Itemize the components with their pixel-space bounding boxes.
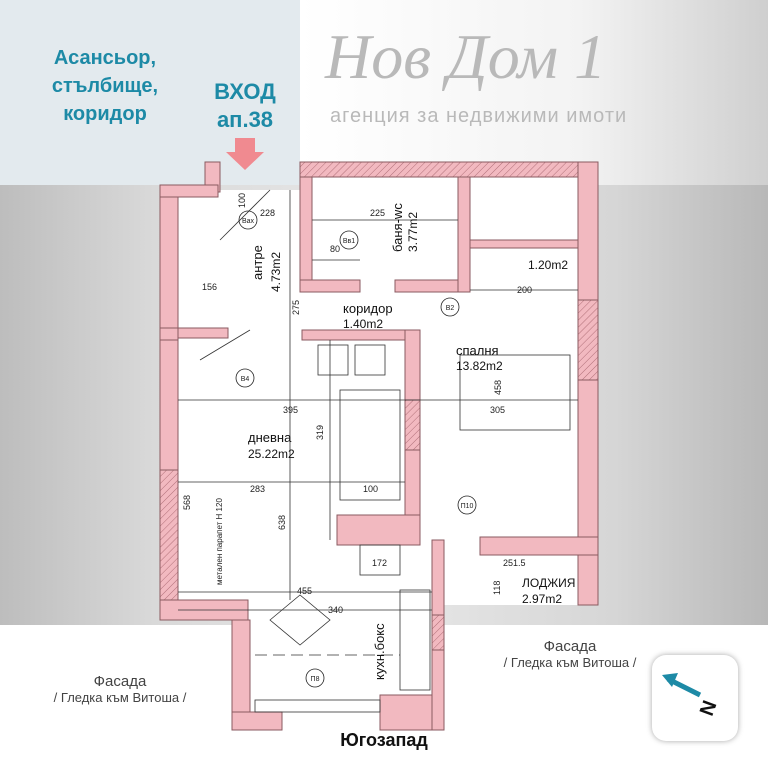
- dimension-label: 200: [517, 285, 532, 295]
- compass: N: [652, 655, 738, 741]
- entrance-arrow-icon: [226, 138, 264, 170]
- dimension-label: 305: [490, 405, 505, 415]
- door-tag-bath: [339, 230, 359, 250]
- dimension-label: 455: [297, 586, 312, 596]
- dimension-label: 172: [372, 558, 387, 568]
- door-tag-label: Вв1: [343, 238, 355, 245]
- apartment-number: ап.38: [216, 107, 274, 132]
- room-area-closet: 1.20m2: [528, 258, 568, 272]
- common-area-line: Асансьор,: [53, 47, 157, 69]
- dimension-label: 228: [260, 208, 275, 218]
- door-tag-label: Вах: [242, 218, 255, 225]
- room-name-living: дневна: [248, 430, 292, 445]
- dimension-label: 395: [283, 405, 298, 415]
- dimension-label: 340: [328, 605, 343, 615]
- door-tag-label: П8: [311, 676, 320, 683]
- common-area-line: стълбище,: [51, 75, 159, 97]
- orientation-label: Югозапад: [340, 730, 428, 750]
- room-area-entry: 4.73m2: [269, 252, 283, 292]
- dimension-label: 319: [315, 425, 325, 440]
- dimension-label: 100: [237, 193, 247, 208]
- room-name-kitchen: кухн.бокс: [372, 623, 387, 680]
- railing-annotation: метален парапет H 120: [215, 498, 224, 585]
- room-area-living: 25.22m2: [248, 447, 295, 461]
- loggia-floor: [440, 555, 580, 605]
- room-name-bedroom: спалня: [456, 343, 499, 358]
- compass-arrow-icon: [662, 673, 702, 698]
- dimension-label: 283: [250, 484, 265, 494]
- dimension-label: 80: [330, 244, 340, 254]
- walls: [159, 161, 599, 731]
- room-area-corridor: 1.40m2: [343, 317, 383, 331]
- room-name-corridor: коридор: [343, 301, 393, 316]
- common-area-line: коридор: [63, 103, 147, 125]
- facade-title: Фасада: [93, 673, 147, 690]
- room-name-entry: антре: [250, 245, 265, 280]
- facade-subtitle: / Гледка към Витоша /: [503, 655, 637, 670]
- room-area-loggia: 2.97m2: [522, 592, 562, 606]
- door-tag-bedroom: [440, 297, 460, 317]
- dimension-lines: [178, 189, 578, 713]
- room-name-bath: баня-wc: [390, 203, 405, 252]
- room-name-loggia: ЛОДЖИЯ: [522, 576, 575, 590]
- apartment-floor: [178, 175, 580, 620]
- door-tag-loggia: [457, 495, 477, 515]
- entrance-label: ВХОД ап.38: [195, 78, 295, 134]
- dimension-label: 638: [277, 515, 287, 530]
- door-tag-label: В4: [241, 376, 250, 383]
- common-area-label: Асансьор, стълбище, коридор: [20, 44, 190, 128]
- dimension-label: 156: [202, 282, 217, 292]
- facade-subtitle: / Гледка към Витоша /: [53, 690, 187, 705]
- background-top: [300, 0, 768, 185]
- door-tag-kitchen: [305, 668, 325, 688]
- room-area-bedroom: 13.82m2: [456, 359, 503, 373]
- dimension-label: 275: [291, 300, 301, 315]
- entrance-title: ВХОД: [214, 79, 276, 104]
- room-area-bath: 3.77m2: [406, 212, 420, 252]
- door-tag-entry: [238, 210, 258, 230]
- dimension-label: 458: [493, 380, 503, 395]
- dimension-label: 118: [492, 581, 502, 595]
- door-tag-label: В2: [446, 305, 455, 312]
- facade-left: Фасада / Гледка към Витоша /: [20, 673, 220, 705]
- dimension-label: 568: [182, 495, 192, 510]
- dimension-label: 251.5: [503, 558, 526, 568]
- dimension-label: 100: [363, 484, 378, 494]
- facade-title: Фасада: [543, 638, 597, 655]
- dimension-label: 225: [370, 208, 385, 218]
- door-tag-label: П10: [461, 503, 474, 510]
- facade-right: Фасада / Гледка към Витоша /: [470, 638, 670, 670]
- door-tag-living: [235, 368, 255, 388]
